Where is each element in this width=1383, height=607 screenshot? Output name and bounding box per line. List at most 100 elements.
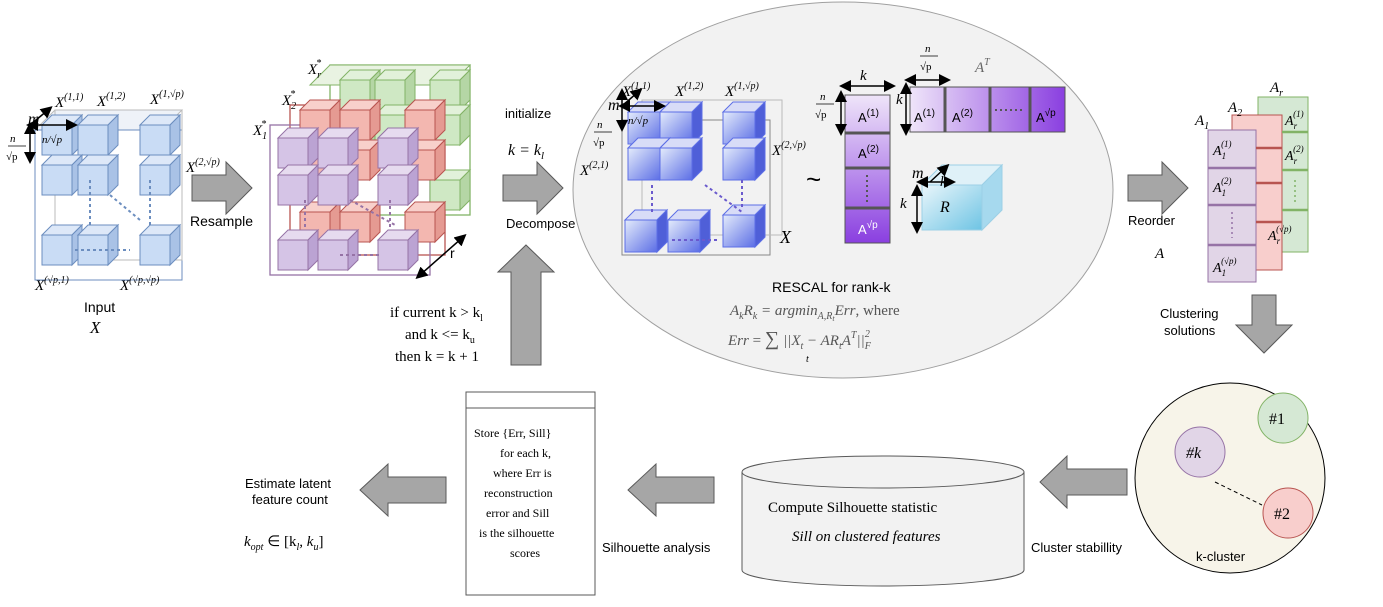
estimate-line-2: feature count xyxy=(252,492,328,507)
k-label-r2: k xyxy=(940,174,947,190)
k-eq-kl-label: k = kl xyxy=(508,142,544,162)
cluster-2-label: #2 xyxy=(1274,506,1290,523)
ex1p-label: X(1,√p) xyxy=(724,81,759,100)
purple-block xyxy=(276,126,320,170)
r-label: r xyxy=(450,245,455,261)
n-label-2: n xyxy=(597,119,603,131)
cluster-stability-label: Cluster stabillity xyxy=(1031,540,1123,555)
resample-label: Resample xyxy=(190,213,253,229)
ex2p-label: X(2,√p) xyxy=(771,140,806,159)
red-block xyxy=(403,200,447,244)
input-x-label: X xyxy=(89,318,101,337)
xp1-label: X(√p,1) xyxy=(34,275,69,294)
loop-line-3: then k = k + 1 xyxy=(395,349,479,365)
input-tensor xyxy=(24,106,184,281)
ellipse-block xyxy=(721,100,767,146)
rescal-title: RESCAL for rank-k xyxy=(772,279,892,295)
x12-label: X(1,2) xyxy=(96,91,126,110)
k-label-a: k xyxy=(860,68,867,84)
a2-label: A2 xyxy=(1227,100,1242,119)
m-label-1: m xyxy=(28,111,40,128)
red-block xyxy=(338,98,382,142)
store-line-7: scores xyxy=(510,546,540,560)
solutions-label: solutions xyxy=(1164,323,1216,338)
ex21-label: X(2,1) xyxy=(579,160,609,179)
a1-p-label: A1(√p) xyxy=(1212,256,1237,278)
purple-block xyxy=(276,163,320,207)
input-block xyxy=(76,153,120,197)
reordered-a-matrices xyxy=(1207,96,1309,283)
clustering-label: Clustering xyxy=(1160,306,1219,321)
at1-block-label: A(1) xyxy=(914,108,935,125)
text-layer: Input X Resample r m n √p n/√p X(1,1) X(… xyxy=(6,43,1304,564)
input-block xyxy=(138,223,182,267)
x2p-label: X(2,√p) xyxy=(185,157,220,176)
a1-block-label: A(1) xyxy=(858,108,879,125)
ar-1-label: Ar(1) xyxy=(1284,109,1304,131)
ap-block-label: A√p xyxy=(858,219,878,237)
decompose-label: Decompose xyxy=(506,216,575,231)
input-block xyxy=(76,113,120,157)
initialize-label: initialize xyxy=(505,106,551,121)
n-label-4: n xyxy=(925,43,931,55)
k-label-b: k xyxy=(896,92,903,108)
n-over-label-2: n/√p xyxy=(628,115,649,127)
k-cluster-label: k-cluster xyxy=(1196,549,1246,564)
n-label-1: n xyxy=(10,133,16,145)
ellipse-block xyxy=(666,208,712,254)
ellipse-x-tensor xyxy=(616,88,783,256)
ellipse-x-label: X xyxy=(779,227,792,247)
ellipse-block xyxy=(623,208,669,254)
rescal-equation-1: AkRk = argminA,RtErr, where xyxy=(729,303,900,323)
purple-block xyxy=(276,228,320,272)
store-line-3: where Err is xyxy=(493,466,552,480)
n-label-3: n xyxy=(820,91,826,103)
green-block xyxy=(373,68,417,112)
atp-block-label: A√p xyxy=(1036,107,1056,125)
ar-label: Ar xyxy=(1269,80,1283,99)
x1-star-label: X1* xyxy=(252,119,267,142)
store-line-4: reconstruction xyxy=(484,486,553,500)
silhouette-analysis-label: Silhouette analysis xyxy=(602,540,711,555)
resampled-tensors xyxy=(269,64,472,279)
purple-block xyxy=(376,126,420,170)
k-cluster-circle xyxy=(1134,382,1326,574)
ar-2-label: Ar(2) xyxy=(1284,144,1304,166)
sqrtp-label-4: √p xyxy=(920,61,932,73)
purple-block xyxy=(376,228,420,272)
flow-arrows xyxy=(191,160,1294,518)
cluster-k-label: #k xyxy=(1186,445,1202,462)
ellipse-block xyxy=(721,203,767,249)
store-line-5: error and Sill xyxy=(486,506,550,520)
sum-subscript: t xyxy=(806,354,809,365)
kopt-formula: kopt ∈ [kl, ku] xyxy=(244,534,323,553)
a1-label: A1 xyxy=(1194,113,1209,132)
xpp-label: X(√p,√p) xyxy=(119,275,160,294)
xr-star-label: Xr* xyxy=(307,58,321,81)
x2-star-label: X2* xyxy=(281,89,296,112)
loop-line-1: if current k > kl xyxy=(390,305,483,324)
a-matrix-label: A xyxy=(1154,246,1165,262)
purple-block xyxy=(316,126,360,170)
input-block xyxy=(40,223,84,267)
a2-block-label: A(2) xyxy=(858,144,879,161)
reorder-label: Reorder xyxy=(1128,213,1176,228)
k-label-r1: k xyxy=(900,196,907,212)
input-block xyxy=(138,153,182,197)
sqrtp-label-2: √p xyxy=(593,137,605,149)
rescal-equation-2: Err = ∑||Xt − ARtAT||F2 xyxy=(727,328,872,352)
tilde-symbol: ~ xyxy=(806,164,821,194)
ex11-label: X(1,1) xyxy=(621,81,651,100)
store-line-6: is the silhouette xyxy=(479,526,554,540)
purple-block xyxy=(316,228,360,272)
purple-block xyxy=(316,163,360,207)
m-label-3: m xyxy=(912,165,924,182)
silhouette-database xyxy=(741,455,1025,587)
ellipse-block xyxy=(658,136,704,182)
store-line-1: Store {Err, Sill} xyxy=(474,426,551,440)
loop-line-2: and k <= ku xyxy=(405,327,475,346)
db-line-1: Compute Silhouette statistic xyxy=(768,500,937,516)
input-block xyxy=(76,223,120,267)
